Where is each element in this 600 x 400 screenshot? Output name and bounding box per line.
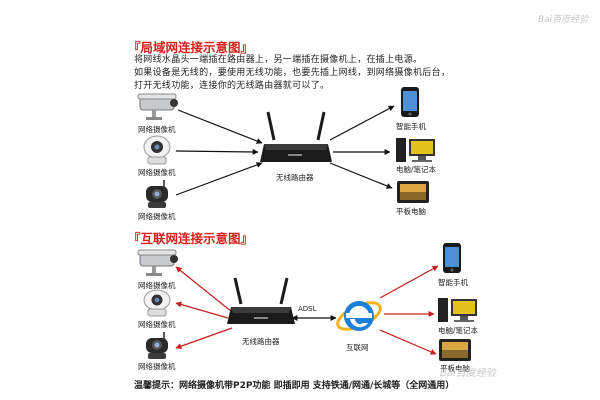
pan-tilt-camera-icon [146,180,168,208]
link-camera1-router [177,109,263,144]
internet-label: 互联网 [346,343,369,352]
router-label: 无线路由器 [242,337,280,346]
bullet-camera-icon [137,249,178,276]
computer-icon [438,298,477,322]
camera-label: 网络摄像机 [138,281,176,290]
description-line-3: 打开无线功能，连接你的无线路由器就可以了。 [134,81,330,91]
link2-router-camera1 [175,266,233,313]
dome-camera-icon [143,135,171,165]
pan-tilt-camera-icon [146,332,168,359]
link2-internet-phone [379,265,439,299]
watermark: Bai百度经验 [538,15,589,25]
camera-label: 网络摄像机 [138,212,176,221]
link2-router-camera2 [175,301,229,319]
description-line-2: 如果设备是无线的，要使用无线功能，也要先插上网线，到网络摄像机后台， [134,68,451,78]
camera-label: 网络摄像机 [138,168,176,177]
section1-title: 『局域网连接示意图』 [128,40,254,55]
wireless-router-icon [227,277,295,324]
link-camera3-router [175,162,263,196]
tablet-icon [397,181,429,203]
router-label: 无线路由器 [276,173,314,182]
description-line-1: 将网线水晶头一端插在路由器上，另一端插在摄像机上，在插上电源。 [134,55,423,65]
computer-label: 电脑/笔记本 [396,165,437,174]
computer-label: 电脑/笔记本 [438,326,479,335]
smartphone-label: 智能手机 [438,278,468,287]
watermark: Bai百度经验 [440,368,496,379]
tablet-label: 平板电脑 [440,364,470,373]
wireless-router-icon [260,111,332,162]
link-camera2-router [175,148,259,155]
link-router-tablet [329,162,393,189]
smartphone-label: 智能手机 [396,122,426,131]
link2-internet-tablet [379,329,437,355]
link-router-phone [329,105,395,141]
footer-tip: 温馨提示：网络摄像机带P2P功能 即插即用 支持铁通/网通/长城等（全网通用） [134,381,455,391]
adsl-label: ADSL [298,305,317,313]
section2-title: 『互联网连接示意图』 [128,231,254,246]
computer-icon [396,138,435,162]
tablet-label: 平板电脑 [396,207,426,216]
dome-camera-icon [143,289,171,317]
camera-label: 网络摄像机 [138,125,176,134]
smartphone-icon [401,87,419,117]
smartphone-icon [443,243,461,273]
link2-router-camera3 [175,327,233,350]
internet-globe-icon [336,301,382,331]
bullet-camera-icon [137,93,178,120]
camera-label: 网络摄像机 [138,320,176,329]
camera-label: 网络摄像机 [138,362,176,371]
tablet-icon [439,339,471,361]
